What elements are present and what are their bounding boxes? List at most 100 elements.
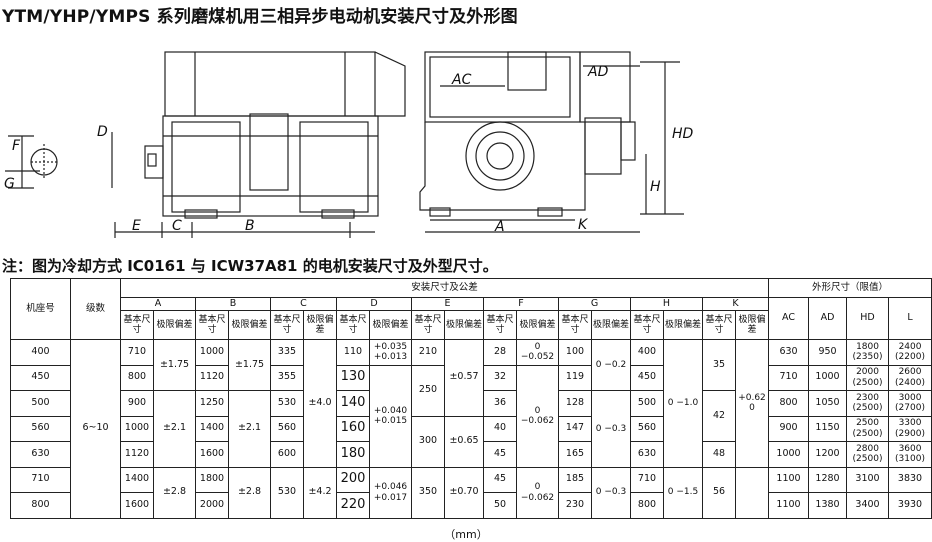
d-tol: +0.035 +0.013	[369, 339, 412, 366]
frame-cell: 710	[10, 466, 71, 493]
header-E: E	[411, 297, 484, 311]
dim-label-AD: AD	[587, 64, 609, 80]
header-L: L	[888, 297, 932, 340]
sub-basic: 基本尺寸	[411, 310, 445, 340]
header-G: G	[558, 297, 631, 311]
ad-cell: 950	[808, 339, 848, 366]
a-basic: 1600	[120, 492, 154, 519]
c-tol: ±4.2	[303, 466, 337, 519]
c-basic: 530	[270, 390, 304, 417]
e-basic: 250	[411, 364, 445, 417]
dim-label-G: G	[4, 176, 15, 192]
figure-note: 注：图为冷却方式 IC0161 与 ICW37A81 的电机安装尺寸及外型尺寸。	[2, 257, 498, 275]
l-cell: 2600(2400)	[888, 364, 932, 391]
b-tol: ±2.1	[228, 390, 271, 468]
l-cell: 3830	[888, 466, 932, 493]
c-tol: ±4.0	[303, 339, 337, 468]
f-basic: 36	[483, 390, 517, 417]
l-cell: 3930	[888, 492, 932, 519]
f-basic: 45	[483, 466, 517, 493]
f-basic: 45	[483, 441, 517, 468]
b-basic: 2000	[195, 492, 229, 519]
sub-basic: 基本尺寸	[630, 310, 664, 340]
header-B: B	[195, 297, 271, 311]
hd-cell: 2300(2500)	[846, 390, 890, 417]
h-basic: 710	[630, 466, 664, 493]
a-basic: 1400	[120, 466, 154, 493]
table-row: 450 800 1120 355 130 +0.040 +0.015 250 3…	[10, 364, 932, 468]
header-AD: AD	[808, 297, 848, 340]
c-basic: 600	[270, 441, 304, 468]
f-basic: 50	[483, 492, 517, 519]
ac-cell: 710	[768, 364, 810, 391]
hd-cell: 2000(2500)	[846, 364, 890, 391]
h-tol: 0 −1.5	[663, 466, 703, 519]
b-tol: ±2.8	[228, 466, 271, 519]
k-tol: +0.62 0	[734, 339, 770, 468]
g-basic: 185	[558, 466, 592, 493]
h-basic: 800	[630, 492, 664, 519]
l-cell: 3300(2900)	[888, 415, 932, 442]
hd-cell: 1800(2350)	[846, 339, 890, 366]
header-poles: 级数	[70, 278, 121, 340]
sub-tol: 极限偏差	[153, 310, 196, 340]
d-basic: 220	[336, 492, 370, 519]
d-tol: +0.046 +0.017	[369, 466, 412, 519]
e-tol: ±0.70	[444, 466, 484, 519]
a-basic: 900	[120, 390, 154, 417]
sub-tol: 极限偏差	[444, 310, 484, 340]
dim-label-F: F	[12, 138, 21, 154]
a-basic: 800	[120, 364, 154, 391]
f-basic: 40	[483, 415, 517, 442]
ad-cell: 1280	[808, 466, 848, 493]
table-row: 400 6~10 710 ±1.75 1000 ±1.75 335 ±4.0 1…	[10, 339, 932, 519]
h-basic: 630	[630, 441, 664, 468]
hd-cell: 3400	[846, 492, 890, 519]
dim-label-C: C	[172, 218, 182, 234]
header-frame: 机座号	[10, 278, 71, 340]
b-basic: 1600	[195, 441, 229, 468]
sub-basic: 基本尺寸	[270, 310, 304, 340]
table-row: 560 1000 1400 560 160 300 ±0.65 40 147 5…	[10, 415, 932, 468]
b-basic: 1800	[195, 466, 229, 493]
sub-basic: 基本尺寸	[336, 310, 370, 340]
hd-cell: 2500(2500)	[846, 415, 890, 442]
sub-tol: 极限偏差	[734, 310, 770, 340]
dim-label-E: E	[132, 218, 141, 234]
ac-cell: 630	[768, 339, 810, 366]
h-basic: 450	[630, 364, 664, 391]
header-outline-group: 外形尺寸（限值）	[768, 278, 932, 298]
g-basic: 230	[558, 492, 592, 519]
header-H: H	[630, 297, 703, 311]
frame-cell: 560	[10, 415, 71, 442]
table-row: 800 1600 2000 220 50 230 800 1100 1380 3…	[10, 492, 932, 519]
b-basic: 1250	[195, 390, 229, 417]
header-K: K	[701, 297, 770, 311]
ad-cell: 1050	[808, 390, 848, 417]
d-tol: +0.040 +0.015	[369, 364, 412, 468]
header-HD: HD	[846, 297, 890, 340]
g-basic: 147	[558, 415, 592, 442]
dimension-table: 机座号 级数 安装尺寸及公差 外形尺寸（限值） A B C D E F G H …	[10, 278, 932, 519]
ad-cell: 1380	[808, 492, 848, 519]
motor-outline-drawing: D F G E C B AC AD HD H A K	[4, 51, 694, 238]
header-install-group: 安装尺寸及公差	[119, 278, 770, 298]
b-basic: 1400	[195, 415, 229, 442]
sub-basic: 基本尺寸	[483, 310, 517, 340]
e-basic: 210	[411, 339, 445, 366]
g-tol: 0 −0.2	[591, 339, 631, 391]
hd-cell: 2800(2500)	[846, 441, 890, 468]
sub-tol: 极限偏差	[591, 310, 631, 340]
c-basic: 355	[270, 364, 304, 391]
g-tol: 0 −0.3	[591, 466, 631, 519]
poles-cell: 6~10	[70, 339, 121, 519]
g-tol: 0 −0.3	[591, 390, 631, 468]
hd-cell: 3100	[846, 466, 890, 493]
e-basic: 350	[411, 466, 445, 519]
c-basic: 560	[270, 415, 304, 442]
frame-cell: 800	[10, 492, 71, 519]
k-tol	[734, 466, 770, 519]
k-basic: 35	[702, 339, 736, 391]
header-F: F	[483, 297, 559, 311]
e-tol: ±0.57	[444, 339, 484, 417]
